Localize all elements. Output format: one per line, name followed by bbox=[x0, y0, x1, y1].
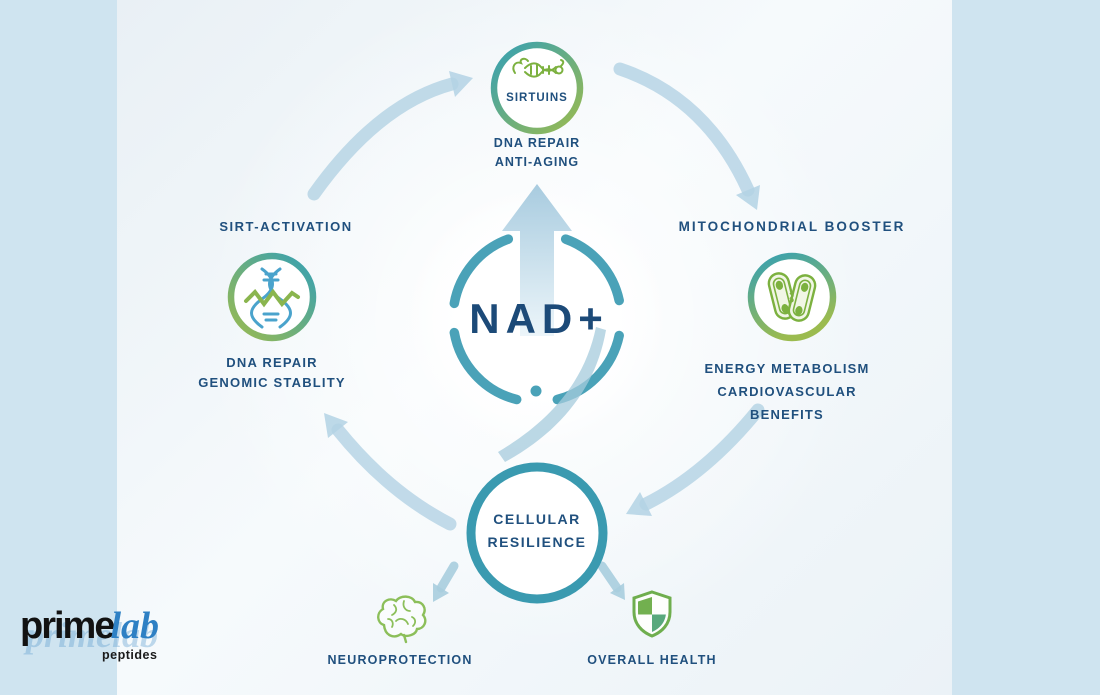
primelab-logo: primelab primelab peptides bbox=[14, 598, 194, 670]
brain-icon bbox=[372, 593, 428, 650]
benefit-line: DNA REPAIR bbox=[226, 355, 318, 370]
outcome-arrowheads bbox=[433, 583, 625, 602]
outcome-arrows bbox=[436, 561, 622, 593]
benefit-line: BENEFITS bbox=[750, 407, 824, 422]
shield-icon bbox=[630, 589, 674, 644]
cycle-arrows bbox=[307, 62, 765, 531]
sirt-activation-benefits: DNA REPAIR GENOMIC STABLITY bbox=[162, 353, 382, 393]
sirtuins-label: SIRTUINS bbox=[506, 92, 568, 104]
logo-prime: prime bbox=[20, 605, 115, 647]
neuroprotection-label: NEUROPROTECTION bbox=[327, 653, 473, 667]
node-mitochondrial bbox=[746, 251, 838, 343]
logo-echo: primelab bbox=[26, 615, 158, 655]
node-sirtuins: SIRTUINS bbox=[489, 40, 585, 136]
node-sirt-activation bbox=[226, 251, 318, 343]
logo-wordmark: primelab bbox=[20, 604, 159, 648]
nad-swoosh bbox=[498, 327, 606, 462]
dna-helix-icon bbox=[242, 265, 302, 334]
cycle-arrowheads bbox=[324, 71, 760, 516]
benefit-line: GENOMIC STABLITY bbox=[198, 375, 346, 390]
cellular-ring bbox=[466, 462, 608, 604]
nad-title: NAD+ bbox=[469, 295, 609, 342]
nad-ring-dot bbox=[530, 385, 542, 397]
mitochondrial-heading: MITOCHONDRIAL BOOSTER bbox=[678, 219, 906, 234]
cellular-label: CELLULAR RESILIENCE bbox=[465, 508, 609, 554]
node-cellular-resilience: CELLULAR RESILIENCE bbox=[465, 461, 609, 605]
benefit-line: ANTI-AGING bbox=[494, 155, 580, 169]
sirtuin-protein-icon bbox=[509, 55, 565, 88]
benefit-line: ENERGY METABOLISM bbox=[704, 361, 870, 376]
cellular-line1: CELLULAR bbox=[493, 511, 581, 527]
up-arrow bbox=[502, 184, 572, 336]
mitochondrial-benefits: ENERGY METABOLISM CARDIOVASCULAR BENEFIT… bbox=[677, 357, 897, 426]
benefit-line: DNA REPAIR bbox=[493, 136, 581, 150]
cellular-line2: RESILIENCE bbox=[487, 534, 587, 550]
logo-tagline: peptides bbox=[102, 648, 158, 662]
benefit-line: CARDIOVASCULAR bbox=[717, 384, 857, 399]
mitochondria-icon bbox=[760, 266, 824, 333]
sirt-activation-heading: SIRT-ACTIVATION bbox=[219, 219, 353, 234]
sirtuins-benefits: DNA REPAIR ANTI-AGING bbox=[437, 134, 637, 172]
overall-health-label: OVERALL HEALTH bbox=[587, 653, 717, 667]
logo-lab: lab bbox=[110, 605, 160, 647]
